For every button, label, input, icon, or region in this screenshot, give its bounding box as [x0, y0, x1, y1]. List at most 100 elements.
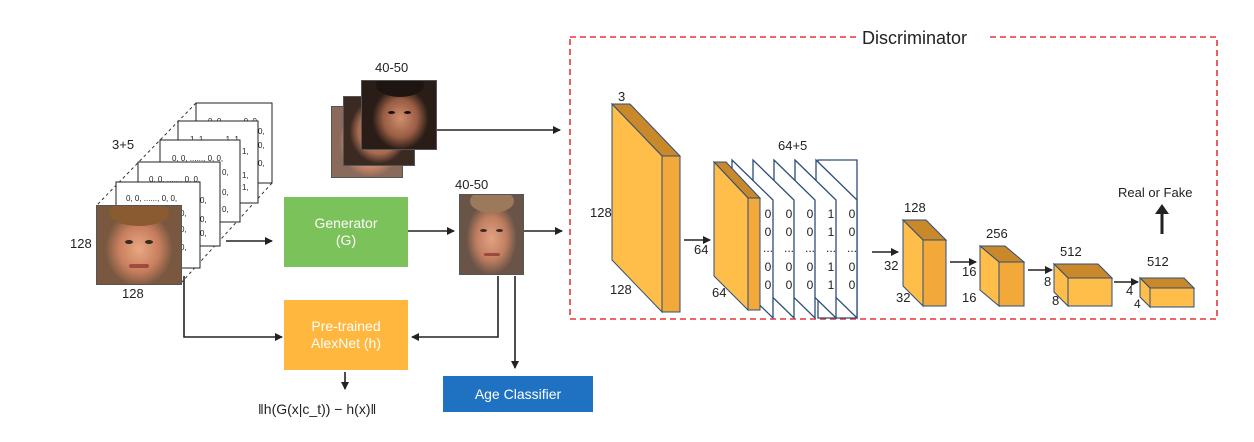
condition-value: 0 — [786, 225, 793, 239]
condition-value: 0 — [849, 207, 856, 221]
layer3-height-label: 32 — [884, 258, 898, 273]
generated-face-image — [459, 194, 524, 275]
input-height-label: 128 — [70, 236, 92, 251]
matrix-col-text: 1, — [242, 183, 249, 192]
condition-value: 0 — [849, 260, 856, 274]
matrix-row-text: 0, 0, ......, 0, 0, — [149, 175, 200, 184]
discriminator-group: Discriminator 3 128 128 64+5 64 64 00...… — [569, 26, 1218, 320]
matrix-col-text: 0, — [222, 188, 229, 197]
layer4-height-label: 16 — [962, 264, 976, 279]
condition-value: 0 — [786, 278, 793, 292]
input-to-alexnet-arrow — [183, 276, 283, 341]
output-label: Real or Fake — [1118, 185, 1192, 200]
mouth-shape — [484, 253, 500, 256]
layer5-width-label: 8 — [1052, 293, 1059, 308]
age-classifier-box: Age Classifier — [443, 376, 593, 412]
condition-value: ... — [805, 241, 815, 255]
matrix-col-text: 0, — [200, 229, 207, 238]
matrix-col-text: 0, — [258, 127, 265, 136]
condition-value: ... — [847, 241, 857, 255]
condition-value: 0 — [807, 225, 814, 239]
eye-shape — [496, 229, 503, 232]
channels-label: 3+5 — [112, 137, 134, 152]
condition-value: 0 — [765, 207, 772, 221]
matrix-col-text: 0, — [258, 159, 265, 168]
layer1-depth-label: 3 — [618, 89, 625, 104]
connection-arrows — [183, 126, 563, 390]
eye-shape — [388, 111, 395, 114]
matrix-col-text: 0, — [222, 168, 229, 177]
condition-value: 0 — [849, 278, 856, 292]
layer4-width-label: 16 — [962, 290, 976, 305]
condition-value: 0 — [765, 260, 772, 274]
face-to-alexnet-arrow — [411, 276, 499, 341]
matrix-row-text: 0, 0, ......, 0, 0, — [172, 154, 223, 163]
layer2-width-label: 64 — [712, 285, 726, 300]
matrix-col-text: 0, — [180, 209, 187, 218]
generator-box: Generator (G) — [284, 197, 408, 267]
input-width-label: 128 — [122, 286, 144, 301]
generated-face-age-label: 40-50 — [455, 177, 488, 192]
disc-layer-6: 512 4 4 — [1126, 254, 1196, 311]
condition-value: 0 — [786, 260, 793, 274]
layer1-width-label: 128 — [610, 282, 632, 297]
condition-value: ... — [826, 241, 836, 255]
disc-layer-5: 512 8 8 — [1044, 244, 1114, 308]
layer1-height-label: 128 — [590, 205, 612, 220]
layer6-height-label: 4 — [1126, 283, 1133, 298]
matrix-col-text: 0, — [200, 196, 207, 205]
mouth-shape — [129, 264, 149, 268]
matrix-col-text: 0, — [200, 215, 207, 224]
matrix-col-text: 0, — [222, 205, 229, 214]
stack-depth-edge — [180, 182, 273, 284]
condition-value: 0 — [765, 225, 772, 239]
eye-shape — [125, 240, 133, 244]
disc-layer-2: 64+5 64 64 00...0000...0000...0011...110… — [694, 138, 858, 320]
alexnet-label-line2: AlexNet (h) — [310, 335, 382, 351]
real-faces-age-label: 40-50 — [375, 60, 408, 75]
disc-layer-4: 256 16 16 — [962, 226, 1026, 308]
discriminator-title-bg — [858, 26, 988, 48]
condition-value: 0 — [807, 260, 814, 274]
layer6-channels-label: 512 — [1147, 254, 1169, 269]
condition-value: 0 — [786, 207, 793, 221]
disc-layer-1: 3 128 128 — [590, 89, 682, 314]
loss-formula: ‖h(G(x|c_t)) − h(x)‖ — [258, 401, 376, 417]
layer5-height-label: 8 — [1044, 274, 1051, 289]
generator-label-line1: Generator — [314, 215, 378, 231]
matrix-col-text: 1, — [242, 171, 249, 180]
output-arrow-icon — [1155, 204, 1169, 214]
condition-value: 0 — [849, 225, 856, 239]
layer3-channels-label: 128 — [904, 200, 926, 215]
matrix-col-text: 0, — [258, 141, 265, 150]
eye-shape — [145, 240, 153, 244]
condition-value: 1 — [828, 225, 835, 239]
input-face-image — [96, 205, 182, 285]
layer6-width-label: 4 — [1134, 297, 1141, 311]
alexnet-label-line1: Pre-trained — [311, 318, 381, 334]
condition-value: 1 — [828, 260, 835, 274]
layer5-channels-label: 512 — [1060, 244, 1082, 259]
matrix-row-text: 0, 0, ......, 0, 0, — [126, 194, 177, 203]
hair-shape — [470, 195, 514, 213]
condition-value: ... — [763, 241, 773, 255]
layer2-height-label: 64 — [694, 242, 708, 257]
alexnet-box: Pre-trained AlexNet (h) — [284, 300, 408, 370]
condition-value: 1 — [828, 207, 835, 221]
layer2-channels-label: 64+5 — [778, 138, 807, 153]
discriminator-title: Discriminator — [862, 28, 967, 48]
layer3-width-label: 32 — [896, 290, 910, 305]
matrix-col-text: 0, — [180, 225, 187, 234]
layer4-channels-label: 256 — [986, 226, 1008, 241]
hair-shape — [109, 206, 169, 226]
age-classifier-label: Age Classifier — [474, 385, 562, 402]
real-face-image-front — [361, 80, 437, 150]
condition-value: 0 — [807, 278, 814, 292]
generator-label-line2: (G) — [335, 232, 357, 248]
matrix-col-text: 1, — [242, 147, 249, 156]
eye-shape — [480, 229, 487, 232]
condition-value: ... — [784, 241, 794, 255]
condition-value: 0 — [807, 207, 814, 221]
